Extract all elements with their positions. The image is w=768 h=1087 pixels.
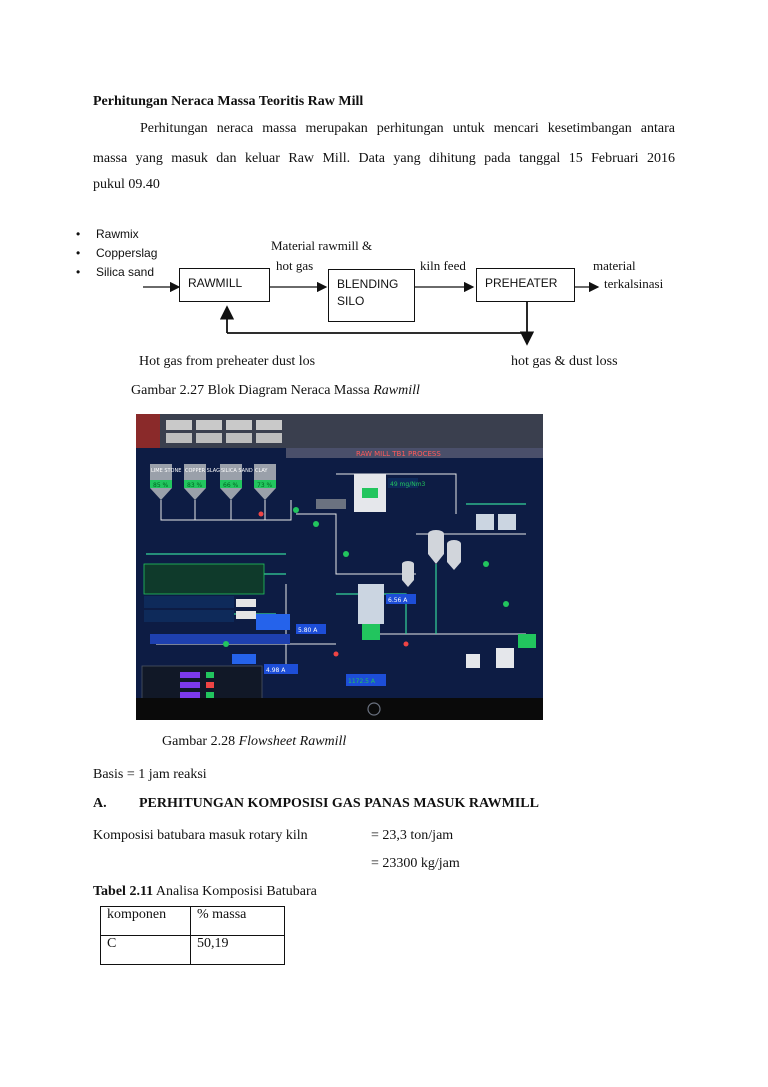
table-header-cell: komponen [100, 906, 191, 936]
table-header-row: komponen % massa [100, 906, 285, 936]
hoppers: LIME STONE COPPER SLAG SILICA SAND CLAY … [150, 464, 276, 500]
block-diagram-arrows [143, 281, 600, 346]
bullet-text: Rawmix [96, 227, 139, 241]
table-caption-number: Tabel 2.11 [93, 884, 154, 899]
bullet-item: • Silica sand [76, 265, 154, 279]
screen-readout: 5.80 A [298, 627, 318, 634]
screen-readout: 6.56 A [388, 597, 408, 604]
paragraph-line: massa yang masuk dan keluar Raw Mill. Da… [93, 151, 675, 166]
blending-box-label: BLENDING [337, 277, 399, 291]
screen-title: RAW MILL TB1 PROCESS [356, 450, 441, 458]
blending-silo-box: BLENDING SILO [328, 269, 415, 322]
caption-text: Gambar 2.27 Blok Diagram Neraca Massa [131, 383, 374, 398]
rawmill-box-label: RAWMILL [188, 276, 243, 290]
monitor-logo [367, 702, 381, 716]
blending-box-label: SILO [337, 294, 365, 308]
preheater-box-label: PREHEATER [485, 276, 558, 290]
hopper-value: 83 % [187, 482, 203, 489]
komposisi-label: Komposisi batubara masuk rotary kiln [93, 828, 308, 843]
screen-readout: 1172.5 A [348, 678, 376, 685]
diagram-label: hot gas & dust loss [511, 354, 618, 369]
dcs-screen-drawing: RAW MILL TB1 PROCESS LIME STONE COPPER S… [136, 414, 543, 720]
hopper-value: 85 % [153, 482, 169, 489]
table-cell: C [100, 935, 191, 965]
table-cell: 50,19 [190, 935, 285, 965]
section-letter: A. [93, 796, 107, 811]
hopper-value: 66 % [223, 482, 239, 489]
table-row: C 50,19 [100, 935, 285, 965]
caption-italic: Flowsheet Rawmill [238, 734, 347, 749]
figure-caption: Gambar 2.27 Blok Diagram Neraca Massa Ra… [131, 383, 420, 399]
table-caption: Tabel 2.11 Analisa Komposisi Batubara [93, 884, 317, 900]
komposisi-value: = 23,3 ton/jam [371, 828, 454, 843]
composition-table: komponen % massa C 50,19 [100, 906, 285, 965]
paragraph-line: pukul 09.40 [93, 177, 160, 192]
rawmill-box: RAWMILL [179, 268, 270, 302]
diagram-label: material [593, 258, 636, 273]
bullet-icon: • [76, 227, 81, 241]
hopper-label: COPPER SLAG [185, 468, 220, 474]
basis-text: Basis = 1 jam reaksi [93, 767, 207, 782]
bullet-text: Copperslag [96, 246, 158, 260]
figure-caption: Gambar 2.28 Flowsheet Rawmill [162, 734, 346, 750]
komposisi-value: = 23300 kg/jam [371, 856, 460, 871]
page-title: Perhitungan Neraca Massa Teoritis Raw Mi… [93, 94, 364, 109]
screen-readout: 49 mg/Nm3 [390, 481, 426, 488]
hopper-label: CLAY [255, 468, 268, 474]
diagram-label: hot gas [276, 258, 314, 273]
diagram-label: kiln feed [420, 258, 466, 273]
bullet-item: • Rawmix [76, 227, 139, 241]
bullet-item: • Copperslag [76, 246, 157, 260]
diagram-label: Hot gas from preheater dust los [139, 354, 316, 369]
preheater-box: PREHEATER [476, 268, 575, 302]
bullet-text: Silica sand [96, 265, 155, 279]
section-heading: A. [93, 796, 107, 812]
paragraph-line: Perhitungan neraca massa merupakan perhi… [140, 121, 675, 136]
bullet-icon: • [76, 246, 81, 260]
flowsheet-photo: RAW MILL TB1 PROCESS LIME STONE COPPER S… [136, 414, 543, 720]
caption-text: Gambar 2.28 [162, 734, 239, 749]
diagram-label: Material rawmill & [271, 238, 373, 253]
table-header-cell: % massa [190, 906, 285, 936]
diagram-label: terkalsinasi [604, 276, 664, 291]
caption-italic: Rawmill [373, 383, 420, 398]
table-caption-text: Analisa Komposisi Batubara [153, 884, 317, 899]
section-title: PERHITUNGAN KOMPOSISI GAS PANAS MASUK RA… [139, 796, 539, 811]
screen-readout: 4.98 A [266, 667, 286, 674]
hopper-label: SILICA SAND [221, 468, 253, 474]
hopper-value: 73 % [257, 482, 273, 489]
bullet-icon: • [76, 265, 81, 279]
hopper-label: LIME STONE [151, 468, 181, 474]
